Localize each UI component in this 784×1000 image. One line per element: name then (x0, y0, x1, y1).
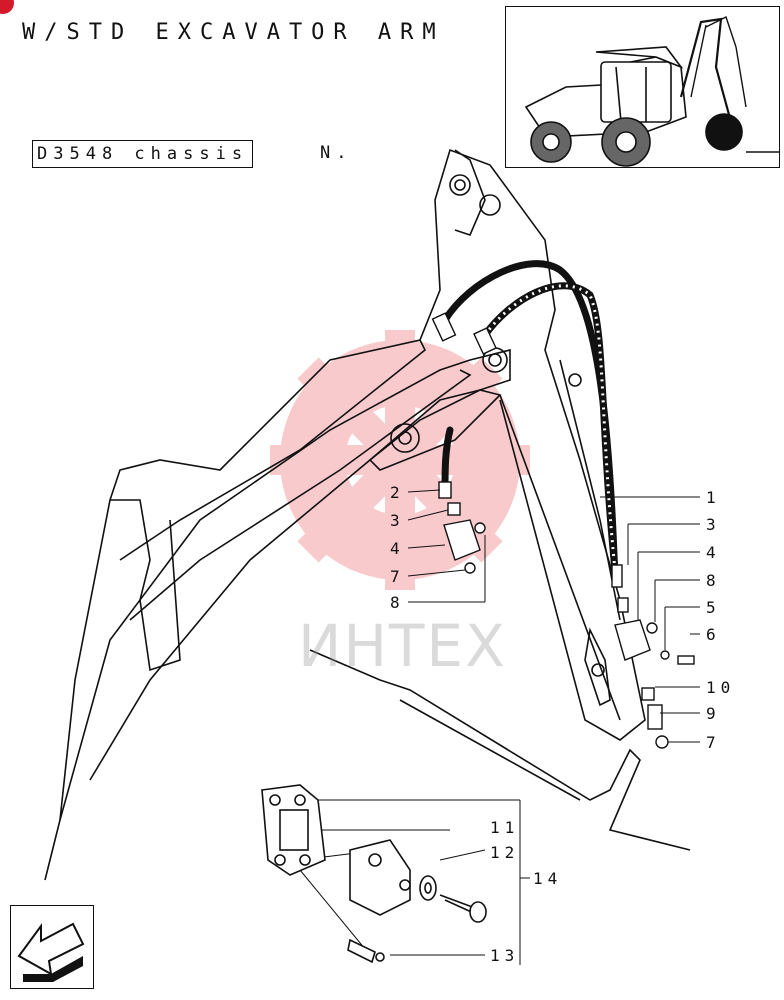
callout-left-3: 3 (390, 511, 405, 530)
callout-right-9: 9 (706, 704, 721, 723)
callout-right-7: 7 (706, 733, 721, 752)
callout-left-7: 7 (390, 567, 405, 586)
callout-right-6: 6 (706, 625, 721, 644)
callout-left-4: 4 (390, 539, 405, 558)
back-arrow-icon (17, 922, 85, 982)
leader-lines (299, 489, 700, 965)
callout-right-10: 10 (706, 678, 736, 697)
callout-right-8: 8 (706, 571, 721, 590)
machine-thumbnail (505, 6, 780, 168)
callout-left-2: 2 (390, 483, 405, 502)
callout-bottom-14: 14 (533, 869, 563, 888)
callout-left-8: 8 (390, 593, 405, 612)
callout-right-1: 1 (706, 488, 721, 507)
corner-marker-icon (0, 0, 14, 14)
callout-bottom-13: 13 (490, 946, 520, 965)
page-title: W/STD EXCAVATOR ARM (22, 20, 445, 45)
backhoe-machine-icon (524, 16, 779, 167)
chassis-label: D3548 chassis (32, 140, 254, 168)
callout-bottom-11: 11 (490, 818, 520, 837)
watermark-text: ИНТЕХ (298, 612, 507, 680)
fittings (431, 312, 695, 749)
callout-bottom-12: 12 (490, 843, 520, 862)
hose-highlight (483, 284, 617, 571)
detail-assembly (261, 784, 487, 964)
chassis-suffix: N. (320, 143, 353, 163)
callout-right-4: 4 (706, 543, 721, 562)
callout-right-5: 5 (706, 598, 721, 617)
arm-outline (44, 148, 691, 881)
callout-right-3: 3 (706, 515, 721, 534)
back-navigation-button[interactable] (10, 905, 94, 989)
